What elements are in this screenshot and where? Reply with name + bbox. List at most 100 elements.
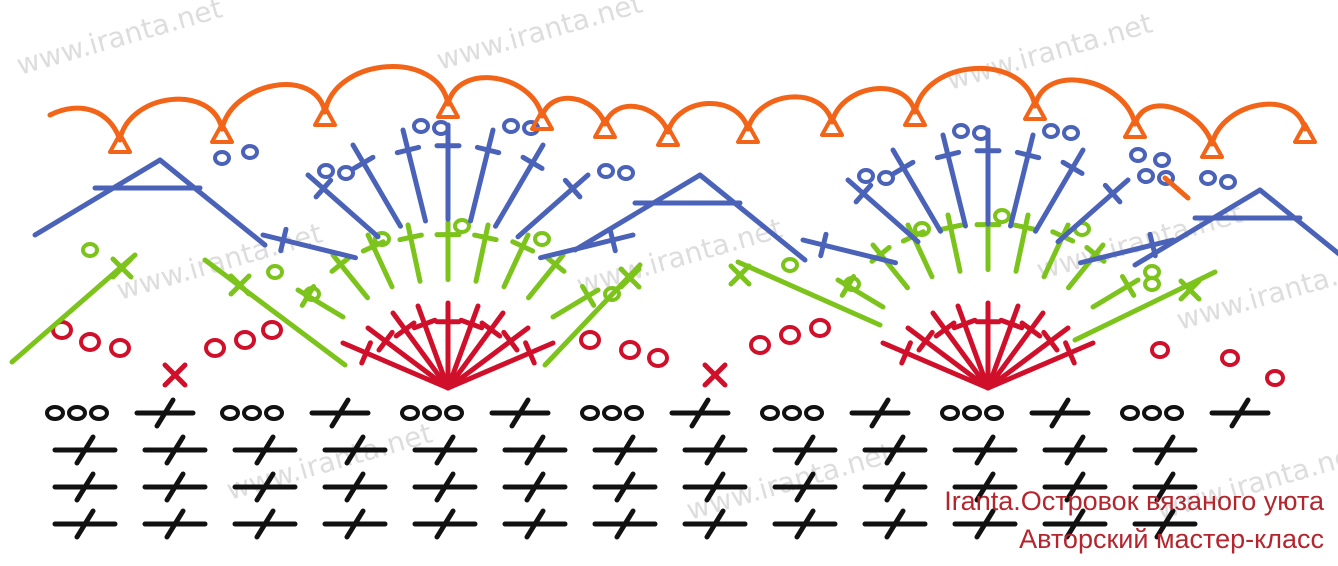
stitch-bar (393, 320, 417, 339)
stitch-bar (472, 232, 499, 243)
stitch-bar (1041, 329, 1060, 353)
green-stitch (434, 219, 462, 283)
dc-slash (509, 397, 531, 429)
double-crochet (592, 508, 658, 540)
stitch-post (415, 303, 451, 391)
picot-triangle (210, 122, 234, 144)
stitch-post (800, 237, 898, 266)
blue-stitch (434, 122, 462, 222)
stitch-bar (1012, 222, 1039, 233)
chain-stitch (303, 286, 321, 302)
stitch-post (1008, 132, 1036, 229)
chain-stitch (782, 405, 802, 421)
stitch-bar (998, 317, 1025, 331)
double-crochet (52, 508, 118, 540)
dc-slash (974, 471, 996, 503)
chain-space (1072, 269, 1218, 343)
stitch-bar (397, 232, 424, 243)
double-crochet (952, 508, 1018, 540)
chain-arch (1132, 103, 1215, 147)
arch-right (1257, 187, 1338, 257)
stitch-bar (458, 317, 485, 331)
stitch-bar (951, 317, 978, 331)
double-crochet (134, 397, 196, 429)
single-crochet (110, 256, 134, 280)
stitch-bar (520, 154, 545, 171)
stitch-bar (359, 340, 373, 366)
chain-stitch (1062, 125, 1080, 141)
blue-stitch (493, 142, 546, 229)
dc-slash (524, 508, 546, 540)
chain-stitch (1220, 349, 1240, 367)
dc-slash (1154, 508, 1176, 540)
double-crochet (412, 508, 478, 540)
fan-stitch (974, 300, 1002, 391)
chain-arch (1032, 77, 1138, 127)
chain-stitch (1199, 170, 1217, 186)
foundation-rows (45, 397, 1271, 540)
fan-stitch (434, 300, 462, 391)
dc-slash (704, 434, 726, 466)
picot-triangle (1200, 137, 1224, 159)
double-crochet (489, 397, 551, 429)
double-crochet (232, 434, 298, 466)
green-stitch (472, 222, 499, 284)
stitch-bar (1019, 320, 1043, 339)
watermark: www.iranta.net (573, 212, 786, 302)
stitch-bar (818, 231, 829, 259)
dc-slash (869, 397, 891, 429)
blue-stitch (350, 142, 403, 229)
sc-stroke-b (162, 362, 188, 388)
chain-stitch (804, 405, 824, 421)
dc-slash (74, 434, 96, 466)
double-crochet (952, 434, 1018, 466)
dc-slash (794, 508, 816, 540)
double-crochet (309, 397, 371, 429)
dc-slash (254, 434, 276, 466)
stitch-bar (411, 317, 438, 331)
stitch-post (468, 127, 496, 224)
blue-stitch (1033, 147, 1086, 234)
chain-stitch (962, 405, 982, 421)
double-crochet (322, 508, 388, 540)
fan-stitch (365, 325, 451, 391)
chain-stitch (877, 170, 895, 186)
stitch-post (985, 303, 1021, 391)
chain-stitch (1164, 405, 1184, 421)
chain-stitch (1120, 405, 1140, 421)
stitch-bar (474, 144, 502, 156)
stitch-post (445, 303, 481, 391)
blue-stitch (974, 127, 1002, 227)
double-crochet (669, 397, 731, 429)
double-crochet (592, 471, 658, 503)
dc-slash (614, 471, 636, 503)
stitch-post (400, 127, 428, 224)
dc-slash (1064, 434, 1086, 466)
watermark: www.iranta.net (113, 217, 326, 307)
double-crochet (502, 434, 568, 466)
dc-slash (524, 471, 546, 503)
chain-stitch (580, 405, 600, 421)
fan-stitch (951, 303, 991, 391)
stitch-post (985, 340, 1096, 391)
dc-slash (614, 508, 636, 540)
stitch-post (538, 232, 636, 261)
chain-stitch (412, 118, 430, 134)
dc-slash (1064, 508, 1086, 540)
sc-stroke-b (728, 263, 752, 287)
blue-arch (32, 157, 268, 248)
picot-triangle (1023, 99, 1047, 121)
stitch-post (526, 252, 566, 301)
fan-stitch (905, 325, 991, 391)
stitch-bar (329, 254, 352, 274)
dc-slash (1154, 471, 1176, 503)
dc-slash (884, 508, 906, 540)
chain-stitch (213, 150, 231, 166)
double-crochet (592, 434, 658, 466)
fan-stitch (880, 340, 991, 391)
dc-slash (794, 471, 816, 503)
chain-stitch (67, 405, 87, 421)
picot-arch-row (47, 64, 1317, 201)
dc-slash (1154, 434, 1176, 466)
watermark: www.iranta.net (13, 0, 226, 82)
